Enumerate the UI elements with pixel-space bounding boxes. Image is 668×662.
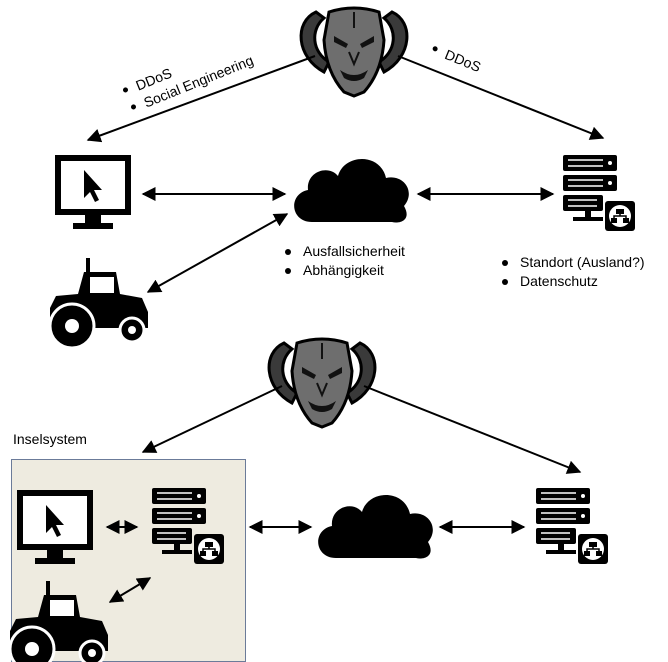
attacker-icon-top [299,6,409,98]
computer-icon-island [17,490,93,564]
cloud-risk-item: Ausfallsicherheit [283,242,405,261]
attacker-icon-bottom [267,337,377,429]
arrow-attacker-to-island [141,385,283,453]
server-icon-top [562,154,636,232]
arrow-tractor-island-server [108,577,152,603]
server-risk-item: Datenschutz [500,272,645,291]
server-risk-list: Standort (Ausland?) Datenschutz [500,253,645,291]
server-icon-island [151,487,225,565]
island-system-label: Inselsystem [13,431,87,447]
computer-icon-top [55,155,131,229]
server-icon-bottom [535,487,609,565]
cloud-risk-list: Ausfallsicherheit Abhängigkeit [283,242,405,280]
tractor-icon-top [48,256,150,350]
arrow-attacker-to-server-bottom [363,385,582,474]
cloud-icon-bottom [318,495,433,559]
arrow-attacker-to-server [397,55,605,140]
server-risk-item: Standort (Ausland?) [500,253,645,272]
tractor-icon-island [8,579,110,662]
arrow-tractor-cloud [146,213,289,293]
arrow-attacker-to-computer [86,55,316,143]
cloud-risk-item: Abhängigkeit [283,261,405,280]
cloud-icon-top [294,159,409,223]
